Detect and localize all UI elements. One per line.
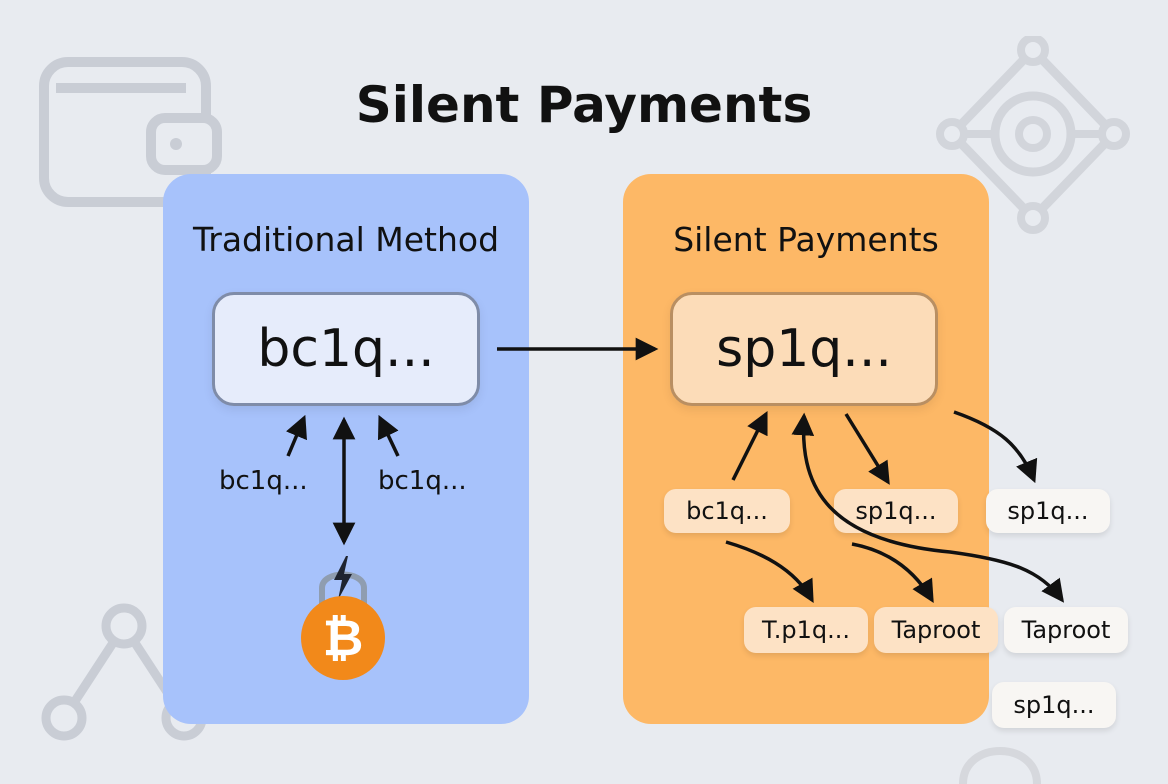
arrow-sp1q-to-chip-sp1q xyxy=(844,413,890,485)
bitcoin-icon: ₿ xyxy=(301,596,385,680)
chip-taproot-1: Taproot xyxy=(874,607,998,653)
network-node-icon xyxy=(936,36,1130,234)
chip-bc1q: bc1q... xyxy=(664,489,790,533)
arrow-sp1q-loop-to-taproot xyxy=(791,412,1065,603)
left-address-label-1: bc1q... xyxy=(219,466,308,496)
arrow-left-label-to-address xyxy=(286,414,307,457)
arrow-chip-to-taproot xyxy=(851,542,934,603)
lightning-icon xyxy=(334,556,352,600)
panel-title-traditional: Traditional Method xyxy=(192,220,500,259)
wallet-icon xyxy=(39,57,222,207)
chip-tp1q: T.p1q... xyxy=(744,607,868,653)
background-ring-icon xyxy=(959,747,1041,784)
chip-taproot-2: Taproot xyxy=(1004,607,1128,653)
traditional-address-box: bc1q... xyxy=(212,292,480,406)
page-title: Silent Payments xyxy=(355,76,813,134)
arrow-bc1q-to-tp1q xyxy=(725,540,814,603)
arrow-right-label-to-address xyxy=(377,414,400,457)
chip-sp1q-3: sp1q... xyxy=(992,682,1116,728)
arrow-sp1q-to-white-chip xyxy=(953,410,1038,484)
left-address-label-2: bc1q... xyxy=(378,466,467,496)
arrow-bc1q-to-sp1q xyxy=(731,410,768,481)
silent-payment-address-box: sp1q... xyxy=(670,292,938,406)
panel-title-silent-payments: Silent Payments xyxy=(673,220,939,259)
